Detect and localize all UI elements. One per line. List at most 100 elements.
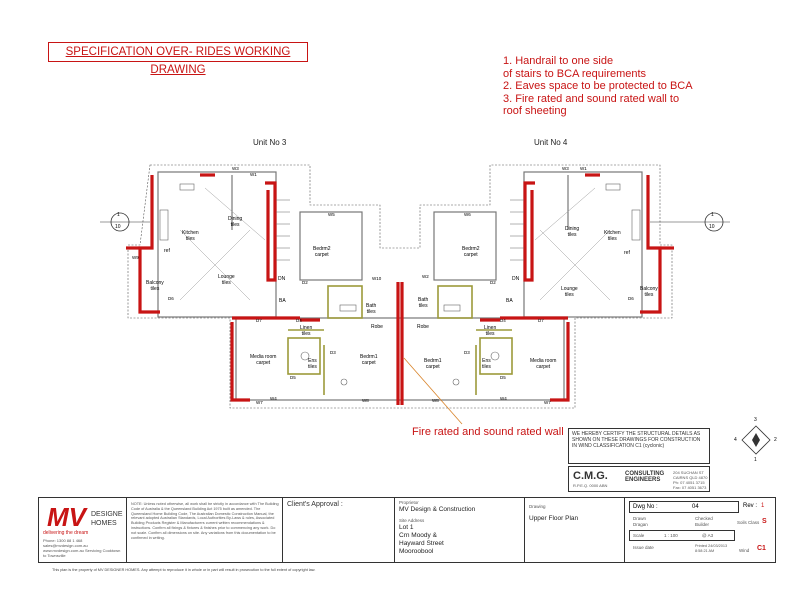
tag-w9-left: W9	[132, 255, 139, 260]
engineer-type: CONSULTING ENGINEERS	[625, 471, 665, 483]
dwg-no-label: Dwg No :	[633, 504, 658, 510]
unit-label-right: Unit No 4	[534, 138, 568, 147]
section-top-left: 1	[117, 212, 120, 218]
room-balcony-right: Balcony tiles	[640, 286, 658, 298]
tag-w3-right: W3	[562, 166, 569, 171]
tag-d7-right: D7	[538, 318, 544, 323]
room-bedrm1-right: Bedrm1 carpet	[424, 358, 442, 370]
spec-title: SPECIFICATION OVER- RIDES WORKING DRAWIN…	[48, 42, 308, 76]
construction-note: NOTE: Unless noted otherwise, all work s…	[131, 502, 279, 540]
note-line: 2. Eaves space to be protected to BCA	[503, 80, 693, 92]
drawn-value: Dragan	[633, 522, 648, 527]
mv-designer-homes-logo: MV DESIGNER HOMES	[47, 502, 123, 532]
fire-rated-note: Fire rated and sound rated wall	[412, 426, 564, 438]
certification-box: WE HEREBY CERTIFY THE STRUCTURAL DETAILS…	[568, 428, 710, 464]
tag-d7-left: D7	[256, 318, 262, 323]
site-address-line: Mooroobool	[399, 548, 434, 555]
room-bedrm2-left: Bedrm2 carpet	[313, 246, 331, 258]
tag-w7-right: W7	[544, 400, 551, 405]
tag-w3-left: W3	[232, 166, 239, 171]
svg-text:DESIGNER: DESIGNER	[91, 511, 123, 518]
issue-label: Issue date	[633, 545, 654, 550]
compass-e: 2	[774, 437, 777, 443]
room-robe-left: Robe	[371, 324, 383, 330]
room-lounge-left: Lounge tiles	[218, 274, 235, 286]
client-approval-cell: Client's Approval :	[283, 498, 395, 562]
room-robe-right: Robe	[417, 324, 429, 330]
certification-text: WE HEREBY CERTIFY THE STRUCTURAL DETAILS…	[572, 431, 701, 449]
site-address-label: Site Address	[399, 518, 425, 523]
drawing-label: Drawing	[529, 504, 546, 509]
client-approval-label: Client's Approval :	[287, 501, 343, 508]
section-bottom-right: 10	[709, 224, 715, 230]
section-top-right: 1	[711, 212, 714, 218]
tag-w5-left: W5	[328, 212, 335, 217]
room-kitchen-left: Kitchen tiles	[182, 230, 199, 242]
room-dining-right: Dining tiles	[565, 226, 580, 238]
compass-n: 3	[754, 417, 757, 423]
drawing-details-cell: Dwg No : 04 Rev : 1 Drawn Dragan Checked…	[625, 498, 775, 562]
site-address-line: Crn Moody &	[399, 532, 437, 539]
stair-dn-left: DN	[278, 276, 286, 282]
tag-d3-right: D3	[464, 350, 470, 355]
room-bath-right: Bath tiles	[418, 297, 429, 309]
drawing-cell: Drawing Upper Floor Plan	[525, 498, 625, 562]
tag-w8-left: W8	[362, 398, 369, 403]
room-ba-left: BA	[279, 298, 286, 304]
room-media-right: Media room carpet	[530, 358, 557, 370]
drawn-label: Drawn	[633, 516, 647, 521]
drawing-name: Upper Floor Plan	[529, 515, 579, 522]
tag-d6-right: D6	[628, 296, 634, 301]
scale-box: Scale 1 : 100 @ A3	[629, 530, 735, 541]
tag-w6-right: W6	[464, 212, 471, 217]
svg-text:MV: MV	[47, 502, 89, 532]
floor-plan	[100, 164, 771, 455]
tag-w4-right: W4	[500, 396, 507, 401]
tag-d6-left: D6	[168, 296, 174, 301]
tag-d2-left: D2	[302, 280, 308, 285]
north-compass	[741, 425, 771, 455]
room-bedrm2-right: Bedrm2 carpet	[462, 246, 480, 258]
issue-value: Printed 24/03/2013 8:58:21 AM	[695, 544, 728, 553]
engineer-reg: R.P.E.Q. 0000 ABN	[573, 483, 608, 488]
compass-s: 1	[754, 457, 757, 463]
tag-d4-right: D4	[500, 318, 506, 323]
engineer-address: 204 SUCHAN ST CAIRNS QLD 4870 Ph: 07 405…	[673, 470, 708, 490]
tag-d5-left: D5	[290, 375, 296, 380]
dwg-no-box: Dwg No : 04	[629, 501, 739, 513]
tag-w7-left: W7	[256, 400, 263, 405]
logo-contact: Phone: 1300 88 1 468 sales@mvdesign.com.…	[43, 538, 121, 558]
site-address-line: Hayward Street	[399, 540, 444, 547]
proprietor-value: MV Design & Construction	[399, 506, 476, 513]
note-line: 1. Handrail to one side	[503, 55, 614, 67]
section-marker-left	[100, 212, 150, 232]
soils-label: Soils Class	[737, 520, 760, 525]
tag-d3-left: D3	[330, 350, 336, 355]
room-ref-left: ref	[164, 248, 170, 254]
section-bottom-left: 10	[115, 224, 121, 230]
tag-w8-right: W8	[432, 398, 439, 403]
note-line: roof sheeting	[503, 105, 567, 117]
fire-wall-pointer	[403, 357, 463, 425]
room-dining-left: Dining tiles	[228, 216, 243, 228]
rev-value: 1	[761, 503, 765, 509]
unit-label-left: Unit No 3	[253, 138, 287, 147]
room-balcony-left: Balcony tiles	[146, 280, 164, 292]
room-media-left: Media room carpet	[250, 354, 277, 366]
checked-value: Builder	[695, 522, 710, 527]
engineer-company: C.M.G.	[573, 470, 608, 482]
proprietor-cell: Proprietor MV Design & Construction Site…	[395, 498, 525, 562]
room-ens-left: Ens tiles	[308, 358, 317, 370]
wind-value: C1	[757, 545, 766, 552]
logo-tagline: delivering the dream	[43, 530, 89, 536]
soils-value: S	[762, 518, 767, 525]
copyright-footer: This plan is the property of MV DESIGNER…	[52, 568, 316, 572]
tag-d5-right: D5	[500, 375, 506, 380]
note-line: of stairs to BCA requirements	[503, 67, 647, 80]
rev-label: Rev :	[743, 503, 758, 509]
tag-w2-right: W2	[422, 274, 429, 279]
room-kitchen-right: Kitchen tiles	[604, 230, 621, 242]
tag-w1-left: W1	[250, 172, 257, 177]
tag-w1-right: W1	[580, 166, 587, 171]
proprietor-label: Proprietor	[399, 500, 419, 505]
